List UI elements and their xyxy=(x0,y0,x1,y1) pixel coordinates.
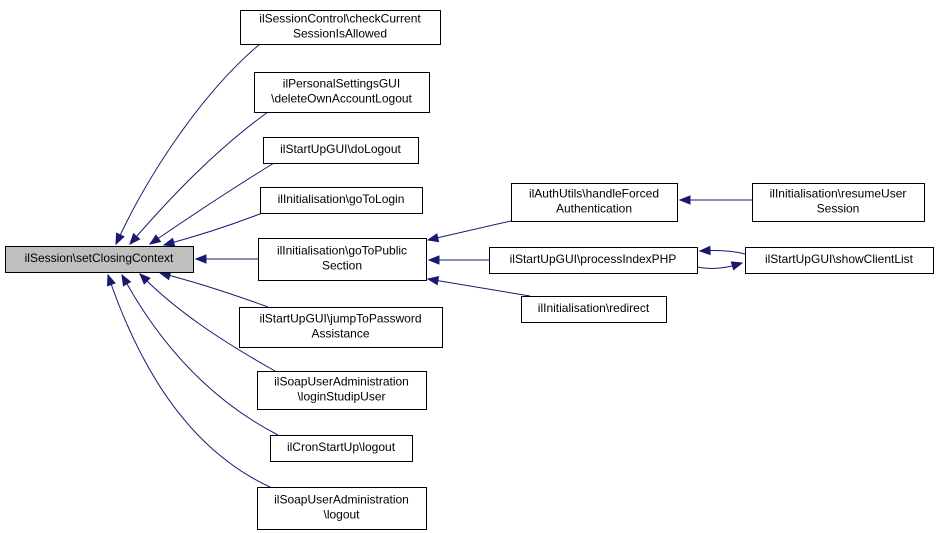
edge-line xyxy=(159,272,269,308)
edge-n9-to-root xyxy=(106,273,271,488)
node-label-line: ilSoapUserAdministration xyxy=(274,375,409,389)
node-box xyxy=(260,187,423,214)
node-label-line: ilStartUpGUI\doLogout xyxy=(280,142,401,156)
node-label-line: ilStartUpGUI\processIndexPHP xyxy=(510,252,677,266)
caller-node[interactable]: ilPersonalSettingsGUI\deleteOwnAccountLo… xyxy=(254,72,430,113)
caller-node[interactable]: ilInitialisation\goToLogin xyxy=(260,187,423,214)
node-box xyxy=(254,72,430,113)
edge-line xyxy=(107,274,271,488)
arrowhead xyxy=(115,232,125,246)
arrowhead xyxy=(139,273,151,285)
node-label-line: ilAuthUtils\handleForced xyxy=(529,187,659,201)
node-label-line: ilInitialisation\redirect xyxy=(538,301,650,315)
node-label-line: ilInitialisation\goToLogin xyxy=(278,192,405,206)
node-label-line: ilSession\setClosingContext xyxy=(25,251,174,265)
node-box xyxy=(489,247,698,274)
edge-line xyxy=(129,111,269,245)
edge-line xyxy=(115,43,261,245)
node-box xyxy=(5,246,194,273)
caller-node[interactable]: ilStartUpGUI\showClientList xyxy=(745,247,934,274)
arrowhead xyxy=(194,254,207,264)
caller-node[interactable]: ilSoapUserAdministration\loginStudipUser xyxy=(257,371,427,410)
caller-node[interactable]: ilStartUpGUI\doLogout xyxy=(263,137,419,164)
node-box xyxy=(263,137,419,164)
edge-n1-to-root xyxy=(115,43,261,246)
node-label-line: ilInitialisation\resumeUser xyxy=(770,187,907,201)
node-label-line: ilCronStartUp\logout xyxy=(287,440,396,454)
caller-node[interactable]: ilCronStartUp\logout xyxy=(270,435,413,462)
arrowhead xyxy=(698,245,711,256)
node-label-line: \logout xyxy=(323,508,360,522)
node-box xyxy=(745,247,934,274)
node-layer: ilSession\setClosingContext ilSessionCont… xyxy=(5,10,934,530)
edge-line xyxy=(121,274,279,436)
edge-line xyxy=(149,162,275,245)
arrowhead xyxy=(106,273,116,287)
edge-n4-to-root xyxy=(162,209,271,247)
edge-n12-to-n5 xyxy=(426,276,531,297)
edge-n13-to-n10 xyxy=(678,195,752,205)
edge-n14-to-n11 xyxy=(698,245,746,256)
arrowhead xyxy=(426,233,440,243)
node-label-line: Session xyxy=(817,202,860,216)
edge-n8-to-root xyxy=(121,273,279,436)
node-box xyxy=(511,183,678,222)
edge-n3-to-root xyxy=(148,162,275,245)
node-box xyxy=(752,183,925,222)
edge-n11-to-n14 xyxy=(696,261,744,271)
edge-n11-to-n5 xyxy=(427,255,489,265)
node-box xyxy=(521,296,667,323)
edge-line xyxy=(163,209,271,246)
caller-node[interactable]: ilSessionControl\checkCurrentSessionIsAl… xyxy=(240,10,441,45)
node-box xyxy=(257,487,427,530)
node-label-line: ilStartUpGUI\showClientList xyxy=(765,252,914,266)
arrowhead xyxy=(678,195,691,205)
arrowhead xyxy=(148,234,162,245)
node-label-line: \loginStudipUser xyxy=(297,390,385,404)
node-box xyxy=(257,371,427,410)
edge-layer xyxy=(106,43,752,488)
caller-node[interactable]: ilStartUpGUI\processIndexPHP xyxy=(489,247,698,274)
node-label-line: SessionIsAllowed xyxy=(293,27,387,41)
node-box xyxy=(240,10,441,45)
edge-n7-to-root xyxy=(139,273,276,372)
arrowhead xyxy=(129,232,141,246)
edge-line xyxy=(427,278,531,297)
node-label-line: ilInitialisation\goToPublic xyxy=(277,244,407,258)
node-label-line: ilPersonalSettingsGUI xyxy=(283,77,400,91)
node-label-line: ilStartUpGUI\jumpToPassword xyxy=(259,312,421,326)
node-label-line: ilSoapUserAdministration xyxy=(274,493,409,507)
arrowhead xyxy=(121,273,132,287)
node-box xyxy=(239,307,443,348)
edge-n6-to-root xyxy=(158,271,269,308)
arrowhead xyxy=(730,261,744,271)
arrowhead xyxy=(162,237,176,247)
edge-line xyxy=(139,273,276,372)
node-label-line: Authentication xyxy=(556,202,632,216)
arrowhead xyxy=(427,255,440,265)
node-label-line: \deleteOwnAccountLogout xyxy=(271,92,412,106)
arrowhead xyxy=(426,276,440,286)
node-box xyxy=(258,238,427,281)
caller-node[interactable]: ilInitialisation\redirect xyxy=(521,296,667,323)
edge-line xyxy=(427,219,516,241)
node-label-line: Section xyxy=(322,259,362,273)
root-function-node: ilSession\setClosingContext xyxy=(5,246,194,273)
edge-n10-to-n5 xyxy=(426,219,516,243)
caller-node[interactable]: ilSoapUserAdministration\logout xyxy=(257,487,427,530)
node-box xyxy=(270,435,413,462)
edge-n2-to-root xyxy=(129,111,269,246)
node-label-line: Assistance xyxy=(311,327,369,341)
edge-n5-to-root xyxy=(194,254,258,264)
node-label-line: ilSessionControl\checkCurrent xyxy=(259,12,421,26)
